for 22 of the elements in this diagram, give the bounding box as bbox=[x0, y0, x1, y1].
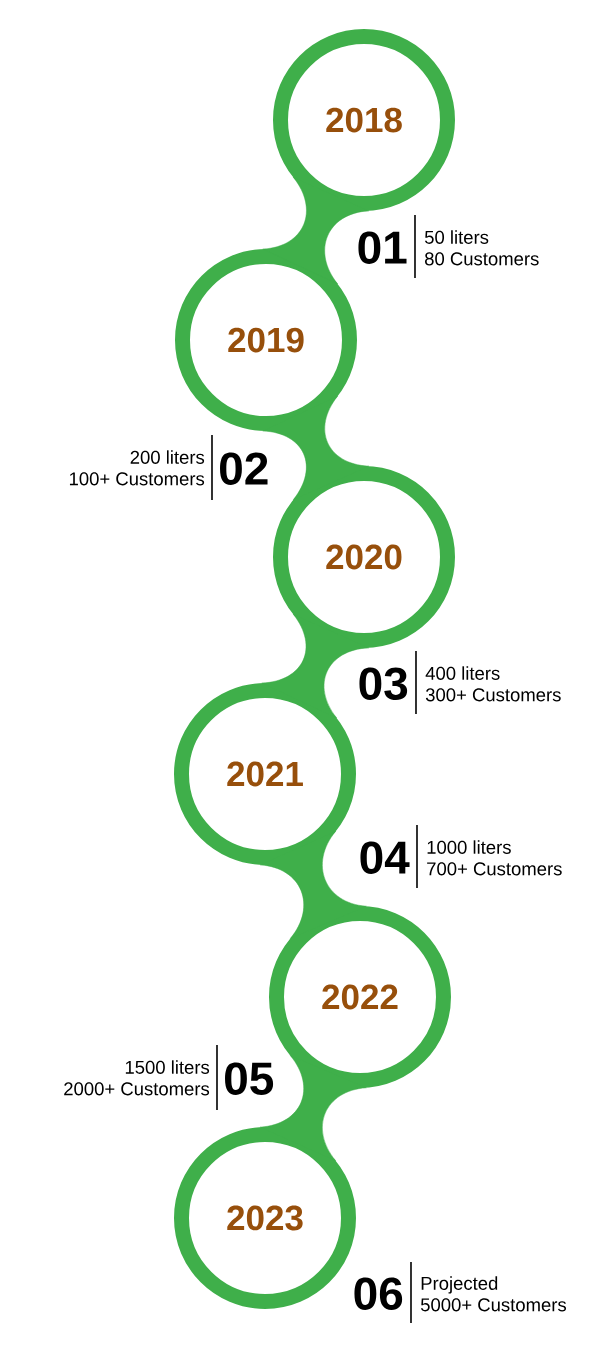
stat-text: 50 liters bbox=[424, 230, 489, 244]
stat-text: 2000+ Customers bbox=[64, 1082, 210, 1096]
connector-band bbox=[262, 395, 369, 500]
connector-band bbox=[262, 177, 369, 285]
step-number: 04 bbox=[360, 841, 410, 874]
stat-text: 400 liters bbox=[425, 666, 500, 680]
stat-text: 1500 liters bbox=[125, 1060, 210, 1074]
connector-band bbox=[261, 614, 369, 719]
stat-text: 200 liters bbox=[130, 450, 205, 464]
stat-text: 300+ Customers bbox=[425, 688, 561, 702]
step-number: 01 bbox=[358, 231, 407, 264]
stat-text: 5000+ Customers bbox=[420, 1298, 566, 1312]
step-number: 02 bbox=[220, 452, 268, 485]
stat-text: 1000 liters bbox=[427, 840, 511, 854]
connector-band bbox=[260, 1055, 367, 1161]
step-number: 03 bbox=[359, 667, 408, 701]
connector-band bbox=[260, 831, 367, 939]
stat-text: Projected bbox=[421, 1276, 498, 1294]
stat-text: 700+ Customers bbox=[427, 862, 562, 876]
stat-text: 80 Customers bbox=[425, 252, 539, 266]
step-number: 06 bbox=[354, 1277, 403, 1310]
stat-text: 100+ Customers bbox=[69, 472, 205, 486]
